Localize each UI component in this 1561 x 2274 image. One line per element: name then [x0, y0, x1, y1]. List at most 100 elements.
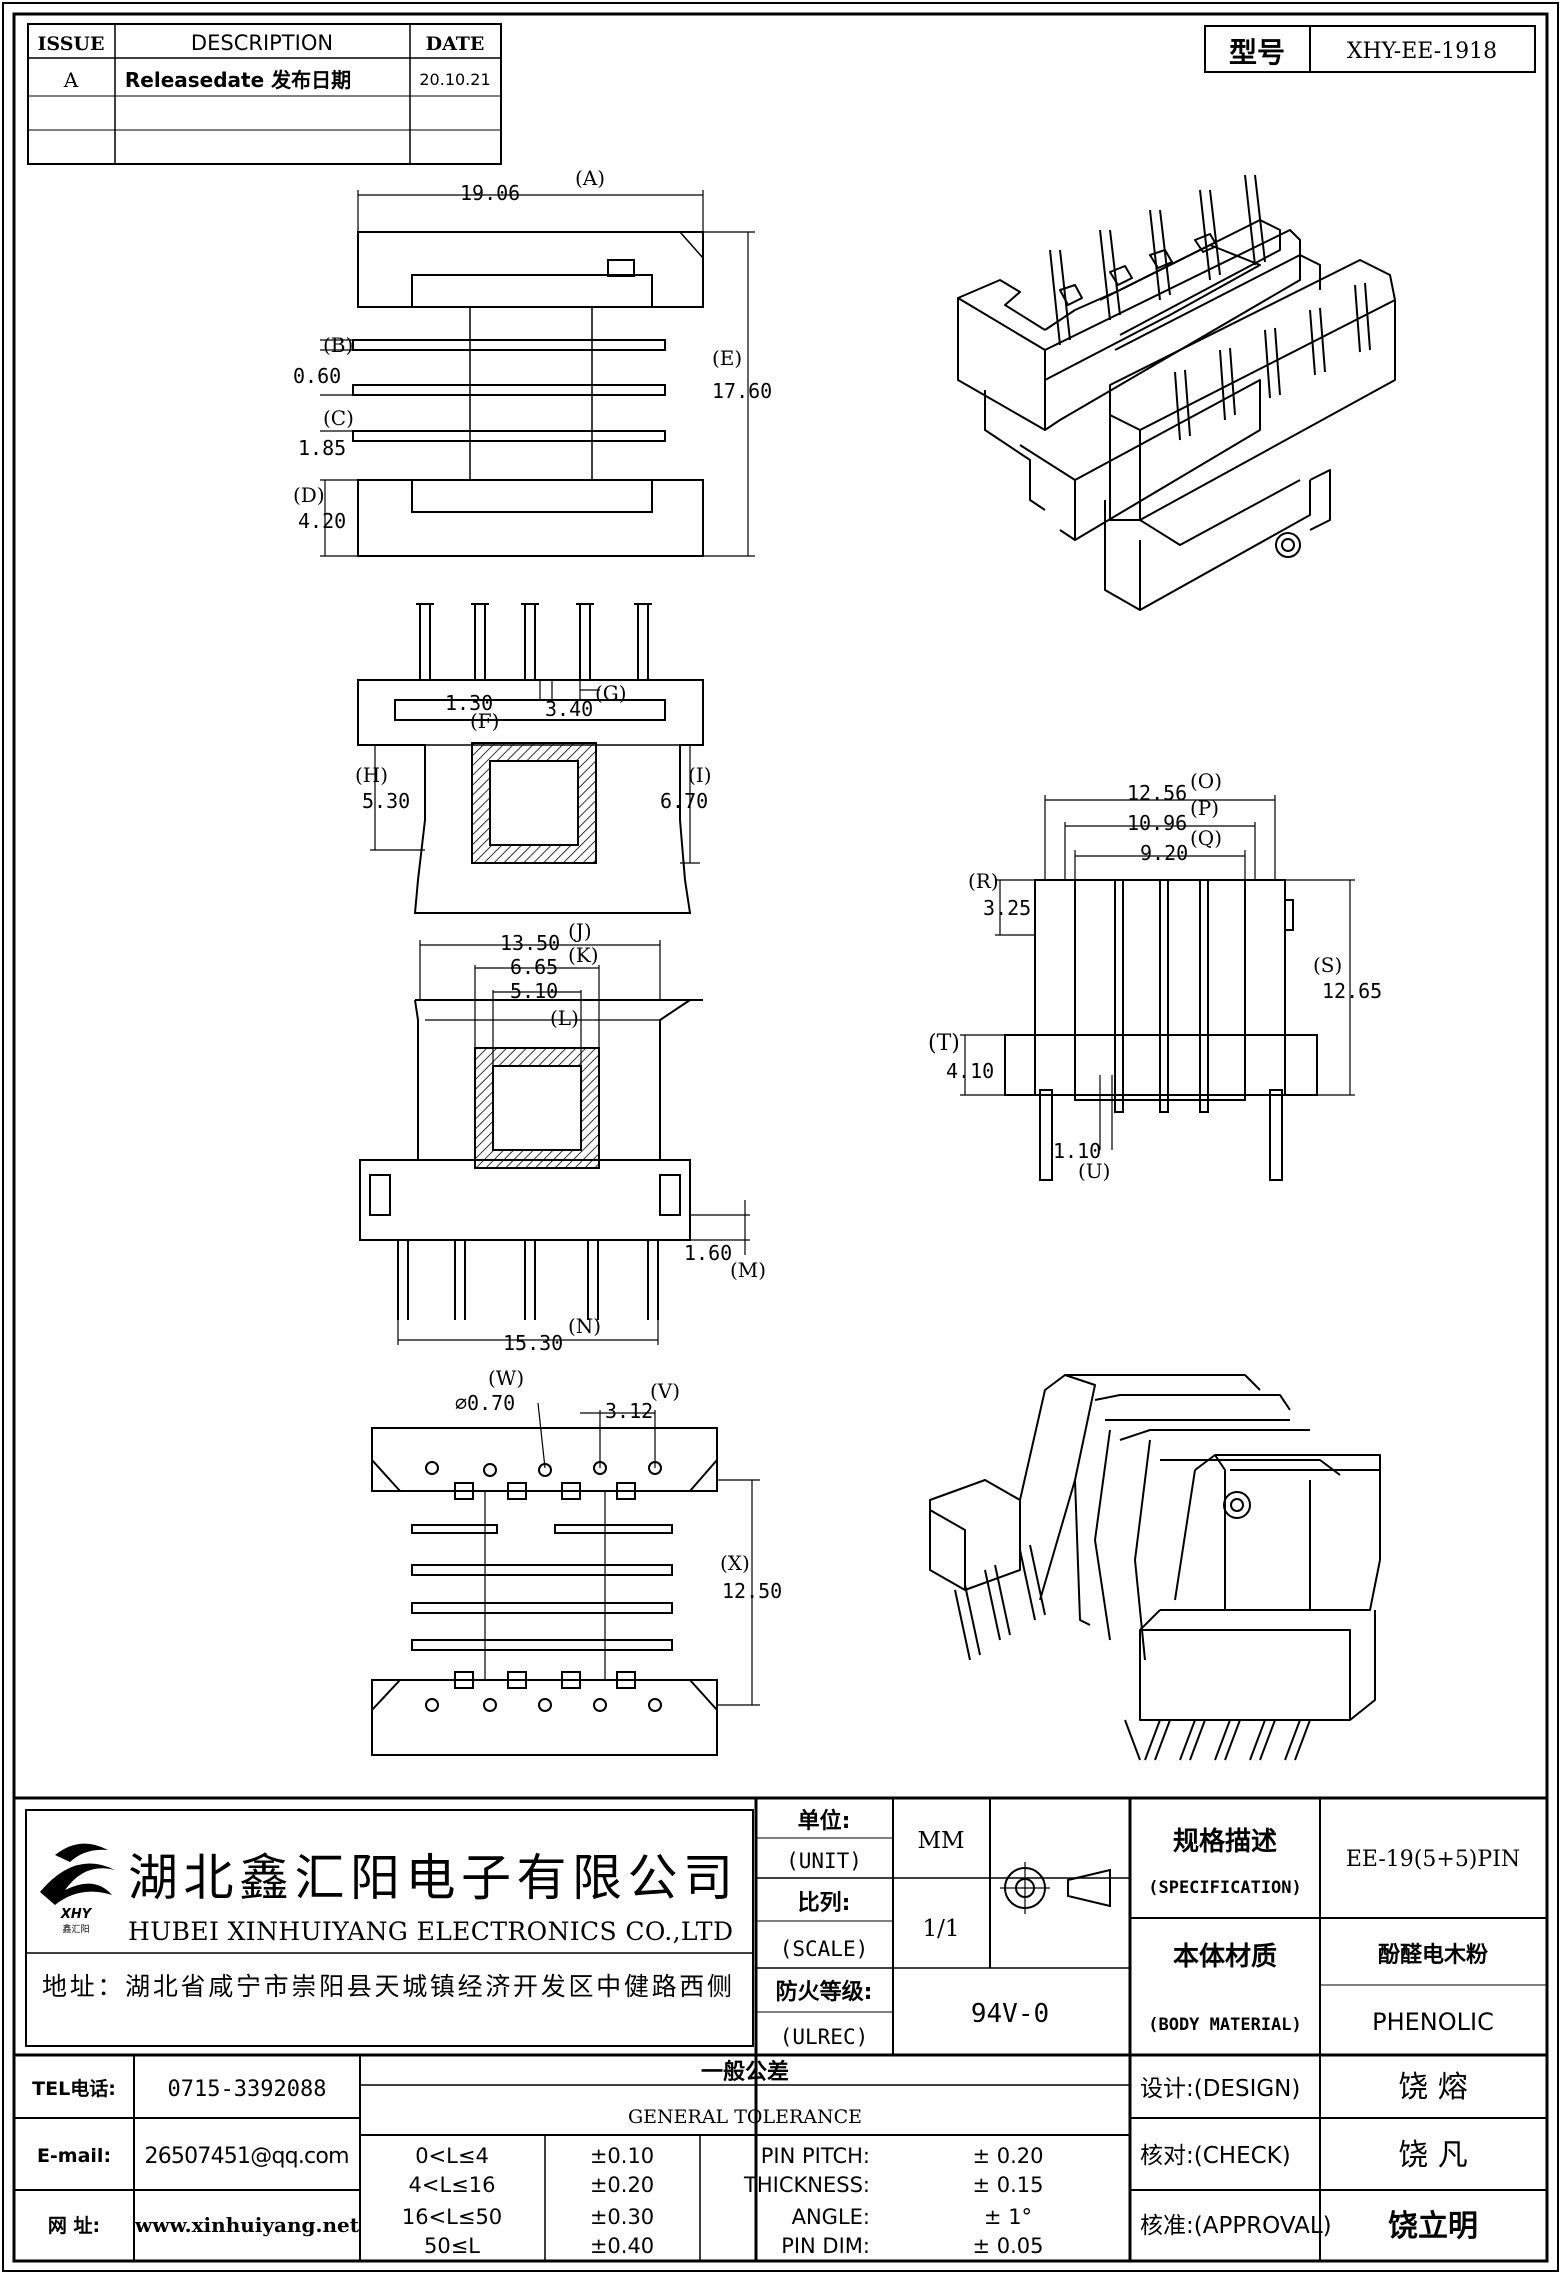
dim-v-label: (V) — [650, 1379, 680, 1403]
iso-view-top — [957, 174, 1396, 611]
dim-r-value: 3.25 — [983, 896, 1031, 920]
tolerance-title-en: GENERAL TOLERANCE — [628, 2106, 862, 2128]
view-side-pins — [359, 999, 703, 1320]
dim-t-value: 4.10 — [946, 1059, 994, 1083]
unit-en: (UNIT) — [786, 1849, 862, 1873]
dim-i-label: (I) — [688, 763, 712, 787]
view2-dimension-lines — [370, 680, 700, 864]
model-label: 型号 — [1229, 36, 1285, 69]
projection-symbol-icon — [1000, 1862, 1111, 1914]
tol-range-0: 0<L≤4 — [415, 2144, 489, 2168]
company-name-cn: 湖北鑫汇阳电子有限公司 — [128, 1849, 733, 1907]
logo-sub: 鑫汇阳 — [62, 1923, 89, 1935]
view1-dimension-lines — [320, 190, 755, 557]
rev-row-date: 20.10.21 — [419, 70, 490, 89]
dim-q-label: (Q) — [1190, 826, 1222, 850]
web-value: www.xinhuiyang.net — [134, 2213, 360, 2237]
dim-o-value: 12.56 — [1127, 781, 1187, 805]
material-cn: 本体材质 — [1173, 1942, 1277, 1972]
model-box — [1204, 25, 1536, 73]
title-block-grid — [14, 1796, 1547, 2261]
tol-other-name-0: PIN PITCH: — [761, 2144, 870, 2168]
dim-b-label: (B) — [323, 333, 353, 357]
tol-other-name-1: THICKNESS: — [743, 2173, 870, 2197]
rev-header-date: DATE — [426, 33, 485, 55]
dim-x-label: (X) — [720, 1551, 750, 1575]
dim-d-value: 4.20 — [298, 509, 346, 533]
dim-e-label: (E) — [712, 346, 742, 370]
approval-name: 饶立明 — [1388, 2209, 1478, 2244]
dim-b-value: 0.60 — [293, 364, 341, 388]
tol-other-name-3: PIN DIM: — [781, 2234, 870, 2258]
unit-cn: 单位: — [798, 1808, 851, 1834]
view3-dimension-lines — [397, 940, 750, 1345]
tol-value-0: ±0.10 — [590, 2144, 654, 2168]
dim-g-value: 3.40 — [545, 697, 593, 721]
dim-m-value: 1.60 — [684, 1241, 732, 1265]
spec-cn: 规格描述 — [1173, 1826, 1277, 1857]
dim-n-value: 15.30 — [503, 1331, 563, 1355]
spec-value: EE-19(5+5)PIN — [1346, 1847, 1520, 1872]
iso-view-bottom — [929, 1374, 1381, 1761]
view-bottom — [371, 1427, 718, 1756]
unit-value: MM — [917, 1828, 964, 1854]
tol-other-value-0: ± 0.20 — [972, 2144, 1043, 2168]
model-value: XHY-EE-1918 — [1347, 39, 1497, 64]
dim-s-value: 12.65 — [1322, 979, 1382, 1003]
check-label: 核对:(CHECK) — [1140, 2143, 1291, 2169]
scale-value: 1/1 — [922, 1916, 959, 1942]
dim-i-value: 6.70 — [660, 789, 708, 813]
dim-o-label: (O) — [1190, 769, 1222, 793]
dim-r-label: (R) — [968, 869, 999, 893]
dim-n-label: (N) — [568, 1314, 601, 1338]
logo-text: XHY — [60, 1907, 93, 1922]
dim-j-label: (J) — [568, 919, 592, 943]
email-label: E-mail: — [37, 2145, 111, 2167]
tol-other-value-3: ± 0.05 — [972, 2234, 1043, 2258]
dim-e-value: 17.60 — [712, 379, 772, 403]
dim-u-value: 1.10 — [1053, 1139, 1101, 1163]
web-label: 网 址: — [48, 2215, 100, 2237]
dim-a-value: 19.06 — [460, 181, 520, 205]
email-value: 26507451@qq.com — [145, 2144, 350, 2169]
scale-en: (SCALE) — [780, 1937, 869, 1961]
dim-w-label: (W) — [488, 1366, 524, 1390]
rev-row-issue: A — [63, 68, 79, 92]
dim-l-value: 5.10 — [510, 979, 558, 1003]
tol-range-2: 16<L≤50 — [402, 2205, 502, 2229]
dim-c-value: 1.85 — [298, 436, 346, 460]
approval-label: 核准:(APPROVAL) — [1140, 2213, 1332, 2239]
material-value-en: PHENOLIC — [1372, 2008, 1494, 2036]
rev-header-issue: ISSUE — [38, 33, 105, 55]
dim-h-value: 5.30 — [362, 789, 410, 813]
tol-range-3: 50≤L — [424, 2234, 480, 2258]
ulrec-en: (ULREC) — [780, 2025, 869, 2049]
tol-value-2: ±0.30 — [590, 2205, 654, 2229]
dim-q-value: 9.20 — [1140, 841, 1188, 865]
view-right — [1004, 879, 1318, 1181]
dim-p-value: 10.96 — [1127, 811, 1187, 835]
dim-f-label: (F) — [470, 709, 499, 733]
view5-dimension-lines — [960, 795, 1355, 1150]
company-logo-icon: XHY 鑫汇阳 — [40, 1843, 115, 1935]
dim-k-value: 6.65 — [510, 955, 558, 979]
dim-v-value: 3.12 — [605, 1399, 653, 1423]
company-address: 地址：湖北省咸宁市崇阳县天城镇经济开发区中健路西侧 — [42, 1972, 732, 2001]
dim-u-label: (U) — [1078, 1159, 1110, 1183]
ulrec-value: 94V-0 — [971, 1999, 1049, 2029]
design-name: 饶 熔 — [1398, 2070, 1468, 2105]
tol-value-3: ±0.40 — [590, 2234, 654, 2258]
dim-j-value: 13.50 — [500, 931, 560, 955]
tol-range-1: 4<L≤16 — [409, 2173, 496, 2197]
scale-cn: 比列: — [798, 1891, 851, 1916]
dim-k-label: (K) — [568, 943, 599, 967]
design-label: 设计:(DESIGN) — [1140, 2076, 1300, 2102]
dim-f-value: 1.30 — [445, 691, 493, 715]
dim-h-label: (H) — [355, 763, 388, 787]
rev-row-description: Releasedate 发布日期 — [125, 68, 351, 92]
dim-d-label: (D) — [293, 483, 325, 507]
view-front — [357, 603, 704, 914]
dim-x-value: 12.50 — [722, 1579, 782, 1603]
tol-other-value-1: ± 0.15 — [972, 2173, 1043, 2197]
